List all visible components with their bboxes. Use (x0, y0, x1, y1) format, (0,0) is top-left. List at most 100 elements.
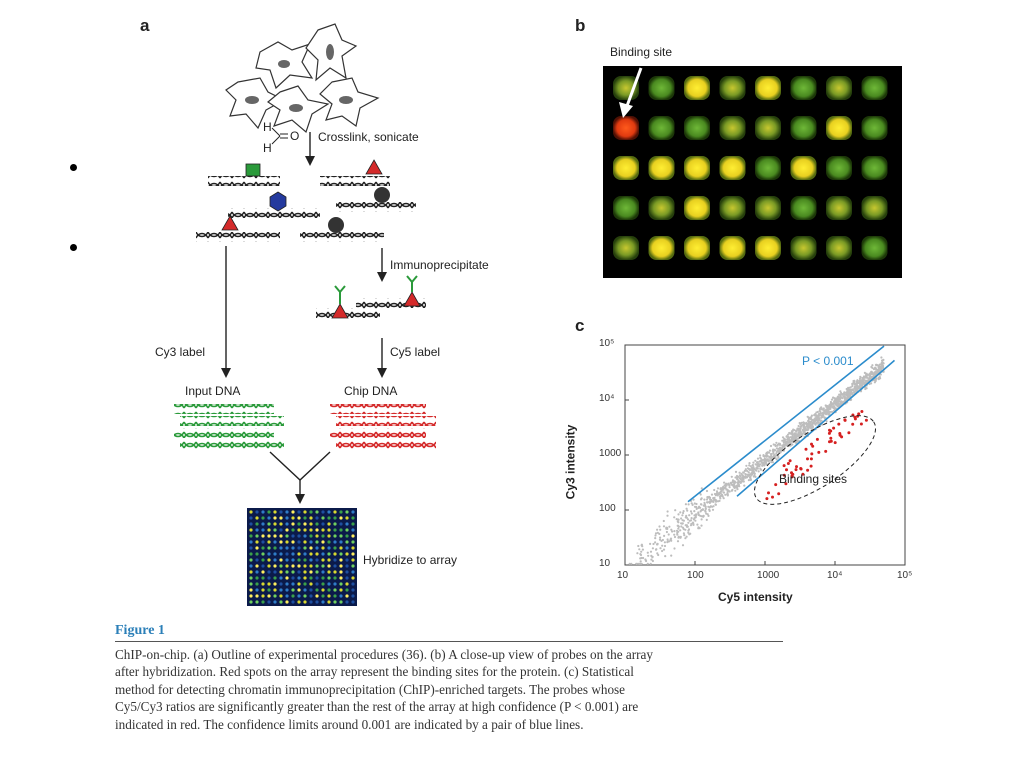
gray-point (864, 381, 867, 384)
gray-point (668, 525, 671, 528)
gray-point (702, 504, 705, 507)
gray-point (775, 458, 778, 461)
gray-point (820, 408, 823, 411)
array-dot (321, 564, 325, 568)
gray-point (661, 544, 664, 547)
gray-point (841, 397, 844, 400)
gray-point (880, 356, 883, 359)
gray-point (641, 548, 644, 551)
gray-point (744, 473, 747, 476)
gray-point (680, 517, 683, 520)
gray-point (855, 389, 858, 392)
bullet-point-2 (70, 244, 77, 251)
array-dot (261, 600, 265, 604)
array-dot (327, 558, 331, 562)
array-dot (321, 510, 325, 514)
array-dot (303, 570, 307, 574)
gray-point (880, 367, 883, 370)
array-dot (315, 522, 319, 526)
array-dot (291, 510, 295, 514)
array-dot (309, 516, 313, 520)
gray-point (654, 537, 657, 540)
gray-point (639, 553, 642, 556)
array-dot (297, 570, 301, 574)
array-dot (303, 552, 307, 556)
array-dot (273, 546, 277, 550)
gray-point (681, 519, 684, 522)
gray-point (757, 463, 760, 466)
array-dot (315, 600, 319, 604)
array-dot (309, 528, 313, 532)
gray-point (873, 381, 876, 384)
gray-point (676, 533, 679, 536)
gray-point (748, 473, 751, 476)
gray-point (704, 509, 707, 512)
gray-point (825, 420, 828, 423)
array-dot (309, 552, 313, 556)
array-dot (321, 600, 325, 604)
array-spot (826, 236, 852, 260)
gray-point (714, 503, 717, 506)
gray-point (662, 548, 666, 551)
array-dot (345, 582, 349, 586)
gray-point (797, 432, 800, 435)
array-dot (309, 534, 313, 538)
gray-point (770, 453, 773, 456)
array-dot (351, 528, 355, 532)
gray-point (870, 376, 873, 379)
gray-point (876, 364, 879, 367)
gray-point (793, 429, 796, 432)
gray-point (711, 508, 715, 511)
array-dot (315, 546, 319, 550)
gray-point (798, 434, 801, 437)
gray-point (679, 535, 682, 538)
red-point (801, 472, 805, 476)
array-dot (279, 552, 283, 556)
gray-point (674, 509, 677, 512)
array-dot (297, 516, 301, 520)
gray-point (746, 470, 749, 473)
array-dot (255, 516, 259, 520)
gray-point (647, 554, 650, 557)
figure-title: Figure 1 (115, 623, 165, 638)
gray-point (752, 461, 755, 464)
gray-point (752, 466, 755, 469)
gray-point (759, 468, 763, 471)
gray-point (697, 526, 700, 529)
caption-rule (115, 641, 783, 642)
array-spot (684, 156, 710, 180)
gray-point (803, 428, 806, 431)
array-dot (297, 510, 301, 514)
gray-point (700, 497, 703, 500)
array-dot (297, 522, 301, 526)
gray-point (828, 406, 831, 409)
gray-point (685, 516, 688, 519)
array-dot (261, 582, 265, 586)
gray-point (845, 391, 848, 394)
gray-point (755, 467, 758, 470)
array-spot (755, 196, 781, 220)
gray-point (810, 415, 813, 418)
array-spot (719, 156, 746, 180)
array-spot (790, 76, 817, 100)
array-dot (339, 528, 343, 532)
figure-caption: ChIP-on-chip. (a) Outline of experimenta… (115, 646, 785, 733)
array-dot (345, 588, 349, 592)
cells-illustration (225, 23, 380, 134)
gray-point (820, 416, 823, 419)
gray-point (861, 384, 864, 387)
gray-point (796, 437, 800, 440)
array-spot (861, 196, 888, 220)
gray-point (865, 373, 868, 376)
red-point (809, 457, 813, 461)
array-dot (279, 594, 283, 598)
gray-point (690, 512, 693, 515)
array-dot (285, 534, 289, 538)
gray-point (877, 378, 880, 381)
array-dot (267, 546, 271, 550)
red-point (784, 482, 788, 486)
array-spot (826, 156, 852, 180)
array-dot (273, 510, 277, 514)
gray-point (681, 514, 684, 517)
gray-point (761, 458, 765, 461)
